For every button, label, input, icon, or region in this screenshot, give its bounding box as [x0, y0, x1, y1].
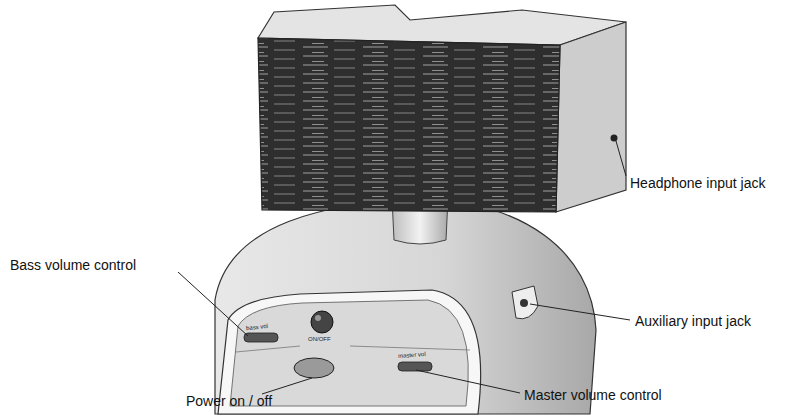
aux-jack	[520, 299, 528, 307]
part-label: Auxiliary input jack	[635, 314, 751, 329]
control-panel-inner	[230, 300, 468, 406]
speaker-side	[556, 22, 626, 212]
part-label: Master volume control	[524, 388, 662, 403]
power-indicator-shine	[315, 315, 321, 321]
speaker-grille	[258, 38, 560, 212]
bass-slider	[244, 333, 278, 342]
panel-divider	[236, 346, 470, 352]
master-slider	[398, 362, 432, 371]
headphone-jack	[611, 135, 618, 142]
part-label: Bass volume control	[10, 258, 136, 273]
leader-lines	[178, 141, 630, 394]
control-marking: ON/OFF	[308, 336, 331, 343]
power-button	[294, 358, 334, 378]
power-indicator	[311, 311, 333, 333]
part-label: Power on / off	[186, 394, 272, 409]
part-label: Headphone input jack	[630, 176, 765, 191]
aux-jack-plate	[512, 286, 538, 319]
